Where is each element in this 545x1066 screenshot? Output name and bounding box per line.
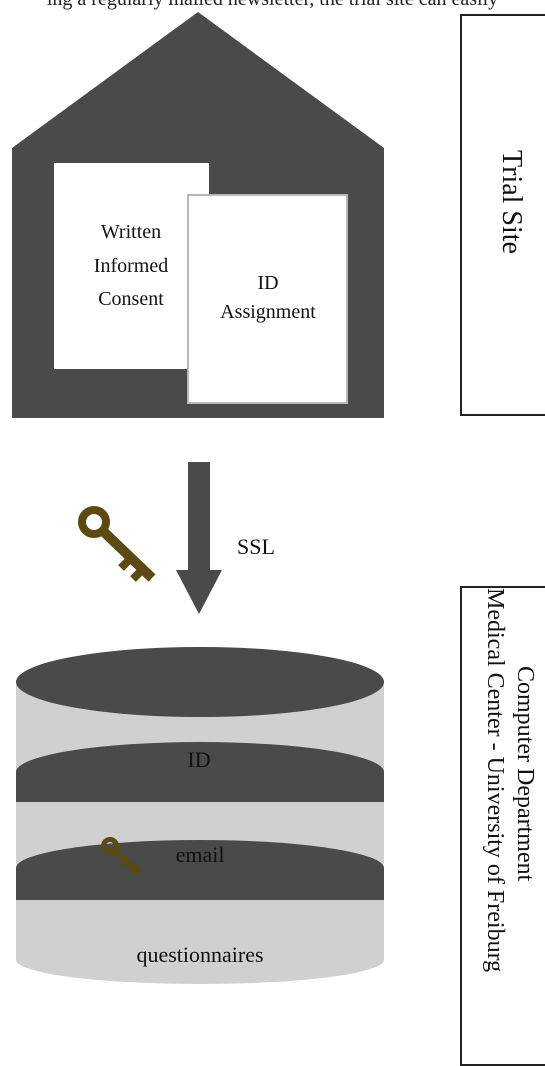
db-layer-id-top (16, 647, 384, 717)
trial-site-label: Trial Site (496, 150, 527, 254)
db-label-id: ID (187, 747, 210, 772)
consent-document (54, 163, 209, 369)
db-layer-q-bottom (16, 936, 384, 984)
consent-label-line3: Consent (98, 288, 164, 310)
ssl-label: SSL (237, 534, 275, 559)
id-assignment-label-line2: Assignment (220, 301, 316, 323)
top-caption-fragment: ing a regularly mailed newsletter, the t… (0, 0, 545, 11)
trial-site-house: Written Informed Consent ID Assignment (12, 12, 384, 418)
trial-site-box (460, 14, 545, 416)
big-key-icon (78, 506, 156, 582)
consent-label-line1: Written (101, 221, 161, 243)
small-key-icon (101, 837, 142, 876)
db-layer-email-top (16, 742, 384, 802)
consent-label-line2: Informed (94, 255, 168, 277)
arrow-head (176, 570, 222, 614)
db-label-questionnaires: questionnaires (136, 942, 263, 967)
id-assignment-label-line1: ID (257, 272, 278, 294)
computer-dept-label-line1: Computer Department (512, 666, 538, 882)
db-label-email: email (176, 842, 225, 867)
arrow-shaft (188, 462, 210, 570)
ssl-transfer-arrow (176, 462, 222, 614)
id-assignment-document (187, 194, 348, 404)
computer-dept-label-line2: Medical Center - University of Freiburg (482, 588, 508, 973)
database-stack: ID email questionnaires (16, 647, 384, 984)
